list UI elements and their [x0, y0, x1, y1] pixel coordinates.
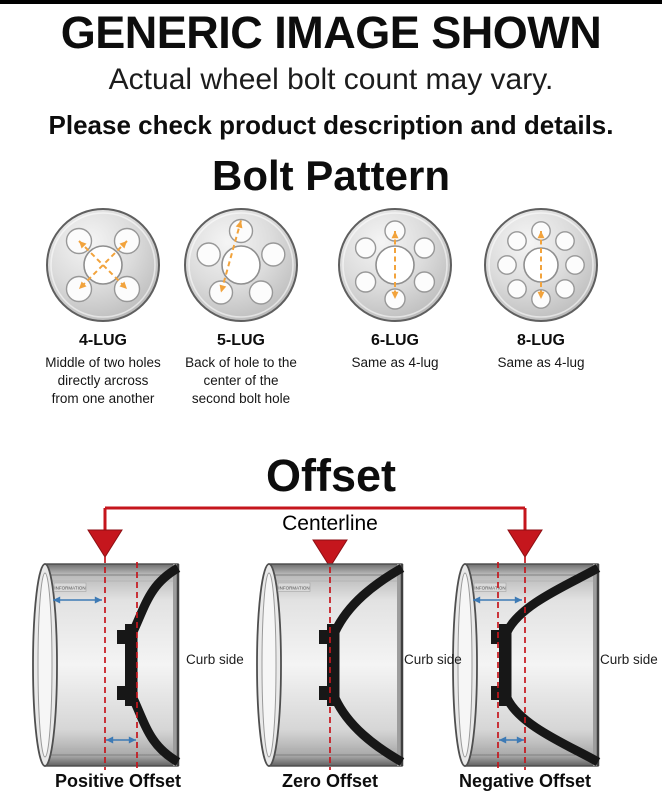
- bolt-pattern-heading: Bolt Pattern: [211, 152, 450, 199]
- offset-cross-sections: INFORMATION INFORMATION INFORMATION: [0, 500, 662, 800]
- lug-label: 8-LUG: [517, 332, 565, 349]
- curb-side-label: Curb side: [404, 652, 462, 667]
- lug-card-8: 8-LUG Same as 4-lug: [466, 206, 616, 372]
- lug-wheel-diagram: [482, 206, 600, 324]
- lug-label: 4-LUG: [79, 332, 127, 349]
- centerline-label: Centerline: [282, 512, 378, 535]
- offset-label-positive: Positive Offset: [54, 771, 182, 791]
- lug-description: Middle of two holes directly arcross fro…: [45, 355, 161, 406]
- svg-text:INFORMATION: INFORMATION: [474, 585, 505, 590]
- main-title: GENERIC IMAGE SHOWN: [60, 7, 602, 58]
- offset-heading: Offset: [265, 450, 396, 501]
- offset-label-zero: Zero Offset: [281, 771, 378, 791]
- lug-label: 5-LUG: [217, 332, 265, 349]
- lug-description: Back of hole to the center of the second…: [185, 355, 297, 406]
- lug-card-4: 4-LUG Middle of two holes directly arcros…: [28, 206, 178, 407]
- svg-text:INFORMATION: INFORMATION: [54, 585, 85, 590]
- offset-label-negative: Negative Offset: [458, 771, 592, 791]
- curb-side-label: Curb side: [186, 652, 244, 667]
- bolt-pattern-diagrams: 4-LUG Middle of two holes directly arcros…: [0, 206, 662, 452]
- lug-card-5: 5-LUG Back of hole to the center of the s…: [166, 206, 316, 407]
- lug-label: 6-LUG: [371, 332, 419, 349]
- lug-description: Same as 4-lug: [351, 355, 439, 370]
- curb-side-label: Curb side: [600, 652, 658, 667]
- subtitle: Actual wheel bolt count may vary.: [108, 63, 554, 96]
- lug-card-6: 6-LUG Same as 4-lug: [320, 206, 470, 372]
- lug-wheel-diagram: [182, 206, 300, 324]
- lug-wheel-diagram: [44, 206, 162, 324]
- top-border: [0, 0, 662, 4]
- lug-description: Same as 4-lug: [497, 355, 585, 370]
- note: Please check product description and det…: [48, 110, 614, 140]
- lug-wheel-diagram: [336, 206, 454, 324]
- svg-text:INFORMATION: INFORMATION: [278, 585, 309, 590]
- offset-diagram: INFORMATION INFORMATION INFORMATION Center…: [0, 500, 662, 800]
